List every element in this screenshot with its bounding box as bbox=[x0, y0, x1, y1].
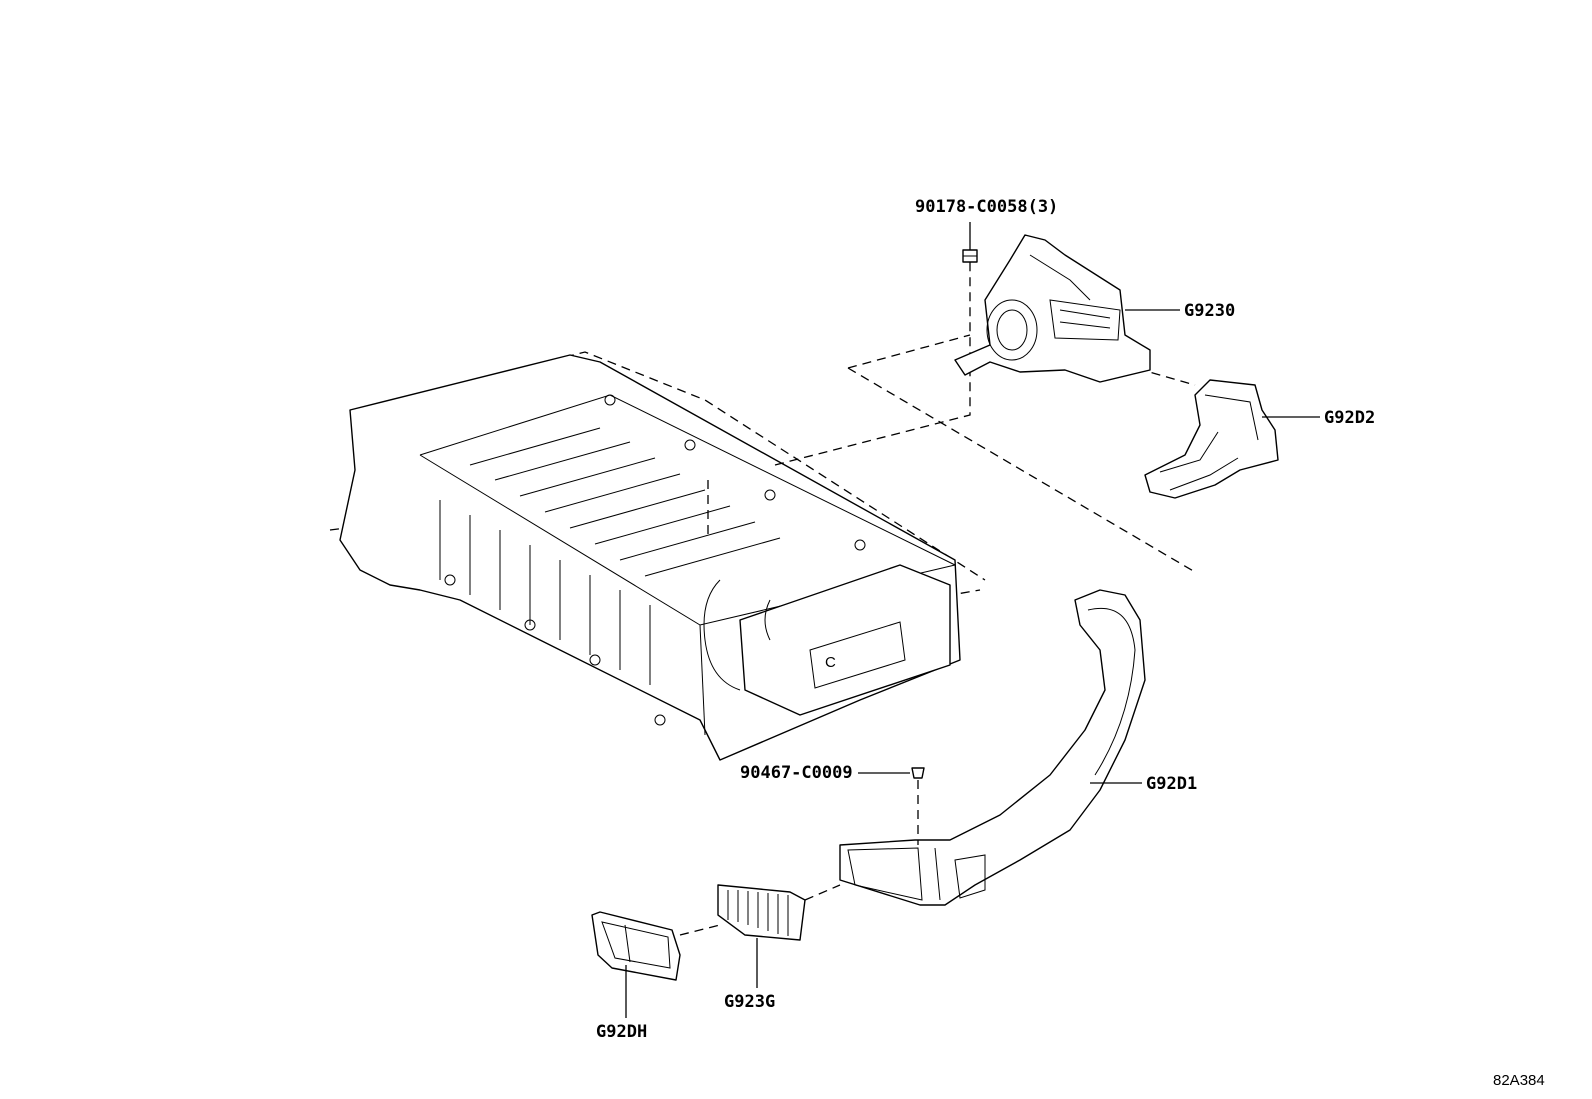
clip-label: 90467-C0009 bbox=[740, 763, 853, 783]
upper-duct bbox=[1144, 379, 1279, 499]
clip bbox=[911, 767, 925, 845]
lower-duct bbox=[839, 589, 1146, 906]
figure-code: 82A384 bbox=[1493, 1072, 1545, 1089]
blower-label: G9230 bbox=[1184, 301, 1235, 321]
svg-text:C: C bbox=[825, 654, 836, 671]
bolt-top bbox=[962, 222, 978, 263]
blower-assembly bbox=[954, 234, 1151, 383]
grille-label: G92DH bbox=[596, 1022, 647, 1042]
filter bbox=[717, 884, 806, 941]
upper-duct-label: G92D2 bbox=[1324, 408, 1375, 428]
bolt-top-label: 90178-C0058(3) bbox=[915, 197, 1058, 217]
lower-duct-label: G92D1 bbox=[1146, 774, 1197, 794]
grille bbox=[591, 911, 681, 981]
filter-label: G923G bbox=[724, 992, 775, 1012]
battery-pack: C bbox=[329, 351, 986, 761]
